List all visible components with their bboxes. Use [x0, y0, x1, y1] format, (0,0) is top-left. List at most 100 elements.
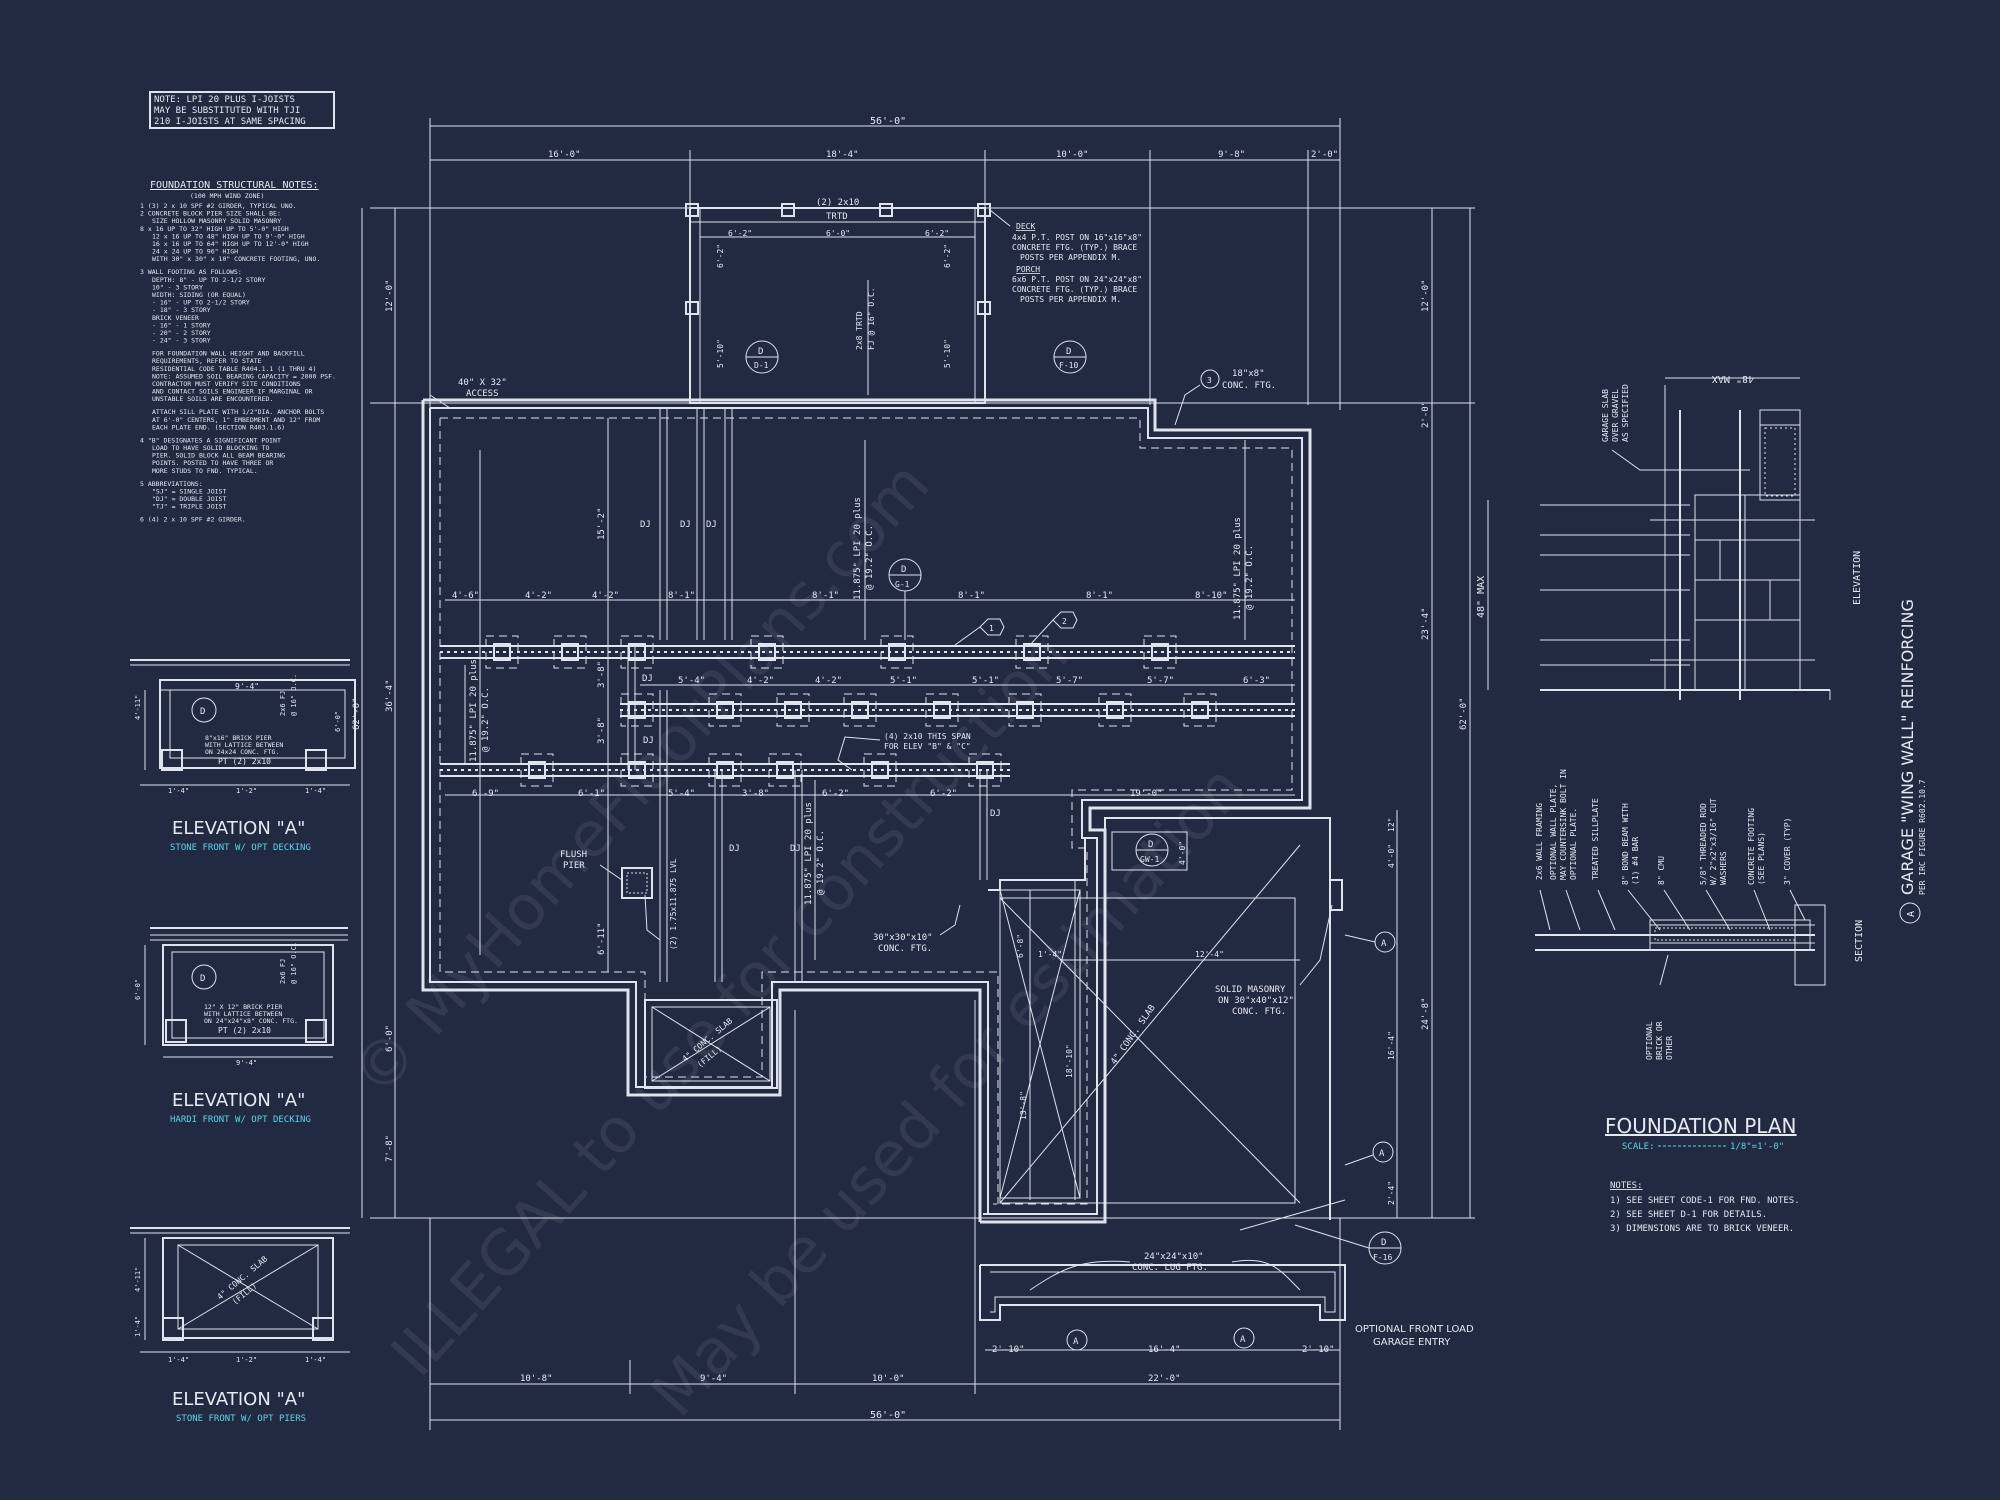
left-dim-1: 12'-0" — [385, 279, 395, 312]
pier — [976, 761, 994, 779]
elev2-note-1: 12" X 12" BRICK PIER — [204, 1003, 282, 1011]
section-callout: TREATED SILLPLATE — [1591, 798, 1600, 880]
pier-footing — [620, 635, 654, 669]
pier — [933, 701, 951, 719]
pier-footing — [708, 693, 742, 727]
joist-spacing-2: @ 19.2" O.C. — [1245, 545, 1255, 610]
elev1-dim-r: 6'-0" — [334, 711, 342, 732]
structural-note-line: POINTS. POSTED TO HAVE THREE OR — [152, 459, 273, 467]
deck-note-4: POSTS PER APPENDIX M. — [1020, 253, 1121, 262]
elev2-dim-b: 9'-4" — [236, 1059, 257, 1067]
pier-row-1 — [485, 635, 1217, 787]
structural-note-line: - 18" - 3 STORY — [152, 306, 211, 314]
lug-2: CONC. LUG FTG. — [1132, 1263, 1208, 1273]
right-dim-3: 23'-4" — [1421, 607, 1431, 640]
row2-dim-4: 5'-1" — [890, 676, 917, 686]
garage-dim-a: 6'-8" — [1016, 934, 1025, 958]
section-callout: W/ 2"x2"x3/16" CUT — [1709, 798, 1718, 885]
lug-1: 24"x24"x10" — [1144, 1252, 1204, 1262]
wing-wall-section: 48" MAX 48" MAX ELEVATION GARAGE SLAB OV… — [1476, 373, 1927, 1060]
note-line-2: MAY BE SUBSTITUTED WITH TJI — [154, 106, 300, 116]
elev2-note-5: 2x6 FJ — [279, 959, 287, 984]
left-dim-3: 62'-0" — [352, 697, 362, 730]
elev2-note-3: ON 24"x24"x8" CONC. FTG. — [204, 1017, 298, 1025]
span-note-2: FOR ELEV "B" & "C" — [884, 742, 971, 751]
section-callout-lines — [1539, 889, 1806, 986]
garage-dim-d: 13'-8" — [1019, 1091, 1028, 1120]
joist-spacing-4: @ 19.2" O.C. — [816, 830, 826, 895]
structural-note-line: LOAD TO HAVE SOLID BLOCKING TO — [152, 444, 269, 452]
dj-label-4: DJ — [642, 674, 653, 684]
scale-value: 1/8"=1'-0" — [1730, 1142, 1784, 1152]
deck-note-3: CONCRETE FTG. (TYP.) BRACE — [1012, 243, 1137, 252]
tag-3: 3 — [1207, 376, 1212, 385]
right-dim-2: 2'-0" — [1421, 401, 1431, 428]
row3-dim-3: 5'-4" — [668, 789, 695, 799]
pier-footing — [1098, 693, 1132, 727]
notes-3: 3) DIMENSIONS ARE TO BRICK VENEER. — [1610, 1224, 1794, 1234]
pier-footing — [863, 753, 897, 787]
row2-dim-2: 4'-2" — [747, 676, 774, 686]
structural-note-line: RESIDENTIAL CODE TABLE R404.1.1 (1 THRU … — [152, 365, 316, 373]
row3-dim-4: 3'-8" — [742, 789, 769, 799]
bottom-seg-2: 9'-4" — [700, 1374, 727, 1384]
row3-dim-2: 6'-1" — [578, 789, 605, 799]
dj-label-6: DJ — [729, 844, 740, 854]
left-inner-1: 15'-2" — [597, 507, 607, 540]
left-dim-2: 36'-4" — [385, 679, 395, 712]
joist-main-4: 11.875" LPI 20 plus — [804, 802, 814, 905]
section-callout: OPTIONAL PLATE. — [1569, 808, 1578, 880]
top-seg-3: 10'-0" — [1056, 150, 1089, 160]
pier-footing — [843, 693, 877, 727]
joist-main-1: 11.875" LPI 20 plus — [853, 497, 863, 600]
deck-dim-4: 6'-2" — [716, 244, 725, 268]
tag-d1-top: D — [758, 347, 763, 357]
notes-1: 1) SEE SHEET CODE-1 FOR FND. NOTES. — [1610, 1196, 1800, 1206]
top-seg-2: 18'-4" — [826, 150, 859, 160]
right-dim-9: 2'-4" — [1387, 1181, 1396, 1205]
elev3-dim-b3: 1'-4" — [305, 1356, 326, 1364]
structural-note-line: BRICK VENEER — [152, 314, 199, 322]
pier-footing — [880, 635, 914, 669]
note-line-3: 210 I-JOISTS AT SAME SPACING — [154, 117, 306, 127]
tag-a-3: A — [1073, 1337, 1079, 1347]
structural-note-line: 4 "B" DESIGNATES A SIGNIFICANT POINT — [140, 436, 281, 444]
structural-note-line: UNSTABLE SOILS ARE ENCOUNTERED. — [152, 395, 273, 403]
row2-dim-7: 5'-7" — [1147, 676, 1174, 686]
row1-dim-6: 8'-1" — [958, 591, 985, 601]
tag-a-4: A — [1240, 1335, 1246, 1345]
ftg-note-2: CONC. FTG. — [1222, 381, 1276, 391]
pier — [1151, 643, 1169, 661]
structural-notes-lines: 1 (3) 2 x 10 SPF #2 GIRDER, TYPICAL UNO.… — [140, 202, 336, 524]
top-seg-1: 16'-0" — [548, 150, 581, 160]
section-label: SECTION — [1854, 920, 1865, 962]
deck-note-5: PORCH — [1016, 265, 1040, 274]
right-dim-5: 24'-8" — [1421, 997, 1431, 1030]
top-seg-4: 9'-8" — [1218, 150, 1245, 160]
scale-label: SCALE: — [1622, 1142, 1655, 1152]
tag-f16-top: D — [1381, 1238, 1386, 1248]
bottom-overall-dim: 56'-0" — [870, 1410, 906, 1421]
slab-note-1: GARAGE SLAB — [1601, 389, 1610, 442]
dj-label-1: DJ — [640, 520, 651, 530]
row2-dim-8: 6'-3" — [1243, 676, 1270, 686]
structural-note-line: REQUIREMENTS, REFER TO STATE — [152, 357, 262, 365]
row1-dim-5: 8'-1" — [812, 591, 839, 601]
left-dim-5: 7'-8" — [385, 1135, 395, 1162]
pier-footing — [708, 753, 742, 787]
garage-dim-c: 18'-10" — [1065, 1044, 1074, 1078]
tag-gw1-top: D — [1148, 840, 1153, 850]
pier-footing — [776, 693, 810, 727]
watermark-1: © MyHomeFloorPlans.com — [337, 448, 944, 1110]
structural-note-line: AT 6'-0" CENTERS, 1" EMBEDMENT AND 12" F… — [152, 416, 320, 424]
pier-footing — [750, 635, 784, 669]
garage-slab: 4" CONC. SLAB — [1109, 1003, 1158, 1066]
section-callout: MAY COUNTERSINK BOLT IN — [1559, 769, 1568, 880]
elev1-title: ELEVATION "A" — [172, 818, 305, 839]
section-elevation: ELEVATION — [1852, 551, 1863, 605]
pier — [871, 761, 889, 779]
section-callout: OPTIONAL WALL PLATE, — [1549, 784, 1558, 880]
tag-f10-top: D — [1066, 347, 1071, 357]
note-line-1: NOTE: LPI 20 PLUS I-JOISTS — [154, 95, 295, 105]
right-dim-6: 12" — [1387, 818, 1396, 832]
